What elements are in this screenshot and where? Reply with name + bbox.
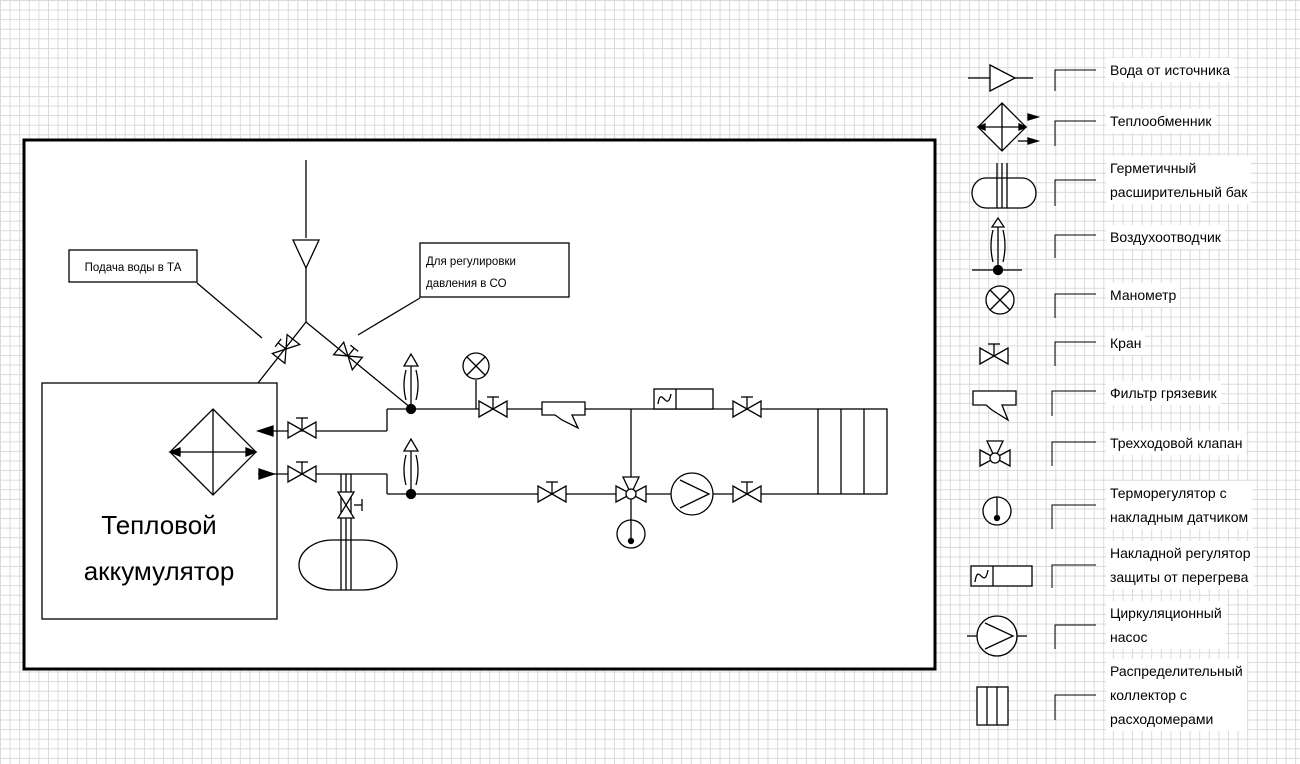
pressure-gauge-icon [985,285,1015,315]
legend-label-pressure-gauge: Манометр [1106,283,1181,307]
expansion-tank [298,474,398,591]
accumulator-label-1: Тепловой [101,510,216,540]
accumulator-label-2: аккумулятор [84,556,235,586]
air-vent-upper [402,352,420,409]
valve-supply-ta [270,333,302,365]
overheat-regulator-icon [970,565,1033,587]
heat-exchanger-icon [168,408,258,496]
air-vent-lower [402,437,420,494]
valve-pressure-regulation [332,340,364,372]
callout-supply-text: Подача воды в ТА [85,262,182,274]
valve-upper-main-1 [478,396,508,419]
valve-lower-main-1 [537,481,567,504]
legend-label-valve: Кран [1106,331,1146,355]
callout-pressure-box [419,242,570,298]
legend-label-mud-filter: Фильтр грязевик [1106,381,1221,405]
heat-accumulator-box [41,382,278,620]
valve-upper-outlet [287,417,317,440]
legend-label-three-way-valve: Трехходовой клапан [1106,431,1247,455]
legend-label-air-vent: Воздухоотводчик [1106,225,1225,249]
callout-pressure-text-2: давления в СО [426,278,507,290]
expansion-tank-icon [971,163,1037,209]
legend-brackets [1051,69,1096,720]
circulation-pump [670,472,714,516]
valve-lower-inlet [287,461,317,484]
distribution-manifold [817,408,888,495]
manifold-icon [976,686,1009,726]
water-source-symbol [291,160,321,322]
legend-label-heat-exchanger: Теплообменник [1106,109,1216,133]
pressure-gauge [462,352,490,409]
callout-pressure-text-1: Для регулировки [426,256,516,268]
thermostat-icon [982,496,1012,526]
legend-label-water-source: Вода от источника [1106,58,1235,82]
valve-icon [979,343,1009,366]
callout-supply-box [68,249,198,283]
mud-filter [541,401,586,430]
water-source-icon [968,63,1033,93]
circulation-pump-icon [967,615,1027,657]
thermostat [616,519,646,549]
valve-upper-main-2 [732,396,762,419]
air-vent-icon [972,216,1022,276]
overheat-regulator [653,388,714,410]
valve-lower-main-2 [732,481,762,504]
three-way-valve [615,476,647,520]
heat-exchanger-icon [976,102,1041,152]
mud-filter-icon [972,390,1017,422]
three-way-valve-icon [979,440,1011,468]
